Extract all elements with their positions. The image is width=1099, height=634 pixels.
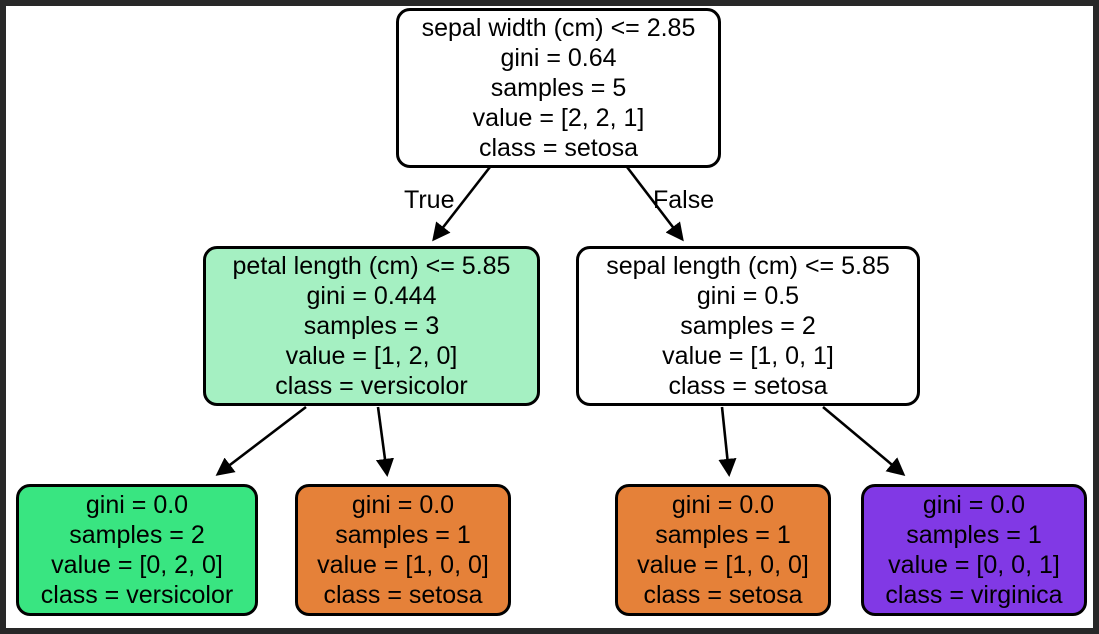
edge-label-false: False	[653, 186, 715, 214]
node-line-class: class = setosa	[668, 372, 828, 400]
decision-tree-canvas: True False sepal width (cm) <= 2.85 gini…	[6, 6, 1093, 628]
node-line-gini: gini = 0.5	[696, 282, 800, 310]
edge-label-true: True	[404, 186, 455, 214]
node-line-samples: samples = 1	[655, 521, 791, 549]
node-line-gini: gini = 0.0	[671, 491, 775, 519]
node-line-class: class = virginica	[885, 581, 1063, 609]
node-line-samples: samples = 2	[680, 312, 816, 340]
node-line-class: class = versicolor	[275, 372, 468, 400]
edge-left-to-leaf2	[375, 406, 394, 478]
node-line-gini: gini = 0.0	[351, 491, 455, 519]
node-line-class: class = setosa	[643, 581, 803, 609]
node-line-condition: sepal width (cm) <= 2.85	[421, 14, 696, 42]
node-line-samples: samples = 2	[69, 521, 205, 549]
node-line-condition: petal length (cm) <= 5.85	[232, 252, 511, 280]
node-line-value: value = [1, 0, 0]	[637, 551, 809, 579]
node-line-class: class = setosa	[478, 134, 639, 162]
edge-left-to-leaf1	[215, 405, 307, 476]
node-line-condition: sepal length (cm) <= 5.85	[606, 252, 890, 280]
tree-leaf-setosa-left[interactable]: gini = 0.0 samples = 1 value = [1, 0, 0]…	[295, 484, 511, 616]
node-line-samples: samples = 5	[490, 74, 627, 102]
node-line-value: value = [0, 2, 0]	[51, 551, 223, 579]
node-line-value: value = [1, 2, 0]	[285, 342, 458, 370]
node-line-gini: gini = 0.64	[500, 44, 617, 72]
tree-leaf-versicolor[interactable]: gini = 0.0 samples = 2 value = [0, 2, 0]…	[16, 484, 258, 616]
node-line-gini: gini = 0.0	[85, 491, 189, 519]
node-line-value: value = [0, 0, 1]	[888, 551, 1060, 579]
node-line-value: value = [2, 2, 1]	[472, 104, 645, 132]
tree-node-sepal-length[interactable]: sepal length (cm) <= 5.85 gini = 0.5 sam…	[576, 246, 920, 406]
node-line-samples: samples = 3	[303, 312, 440, 340]
node-line-samples: samples = 1	[335, 521, 471, 549]
tree-leaf-virginica[interactable]: gini = 0.0 samples = 1 value = [0, 0, 1]…	[861, 484, 1087, 616]
node-line-class: class = versicolor	[40, 581, 234, 609]
node-line-value: value = [1, 0, 0]	[317, 551, 489, 579]
edge-right-to-leaf3	[718, 406, 737, 478]
node-line-value: value = [1, 0, 1]	[662, 342, 834, 370]
edge-right-to-leaf4	[822, 406, 906, 476]
tree-node-petal-length[interactable]: petal length (cm) <= 5.85 gini = 0.444 s…	[203, 246, 540, 406]
tree-leaf-setosa-right[interactable]: gini = 0.0 samples = 1 value = [1, 0, 0]…	[615, 484, 831, 616]
tree-node-root[interactable]: sepal width (cm) <= 2.85 gini = 0.64 sam…	[396, 8, 721, 168]
node-line-samples: samples = 1	[906, 521, 1042, 549]
node-line-class: class = setosa	[323, 581, 483, 609]
node-line-gini: gini = 0.444	[306, 282, 437, 310]
node-line-gini: gini = 0.0	[922, 491, 1026, 519]
